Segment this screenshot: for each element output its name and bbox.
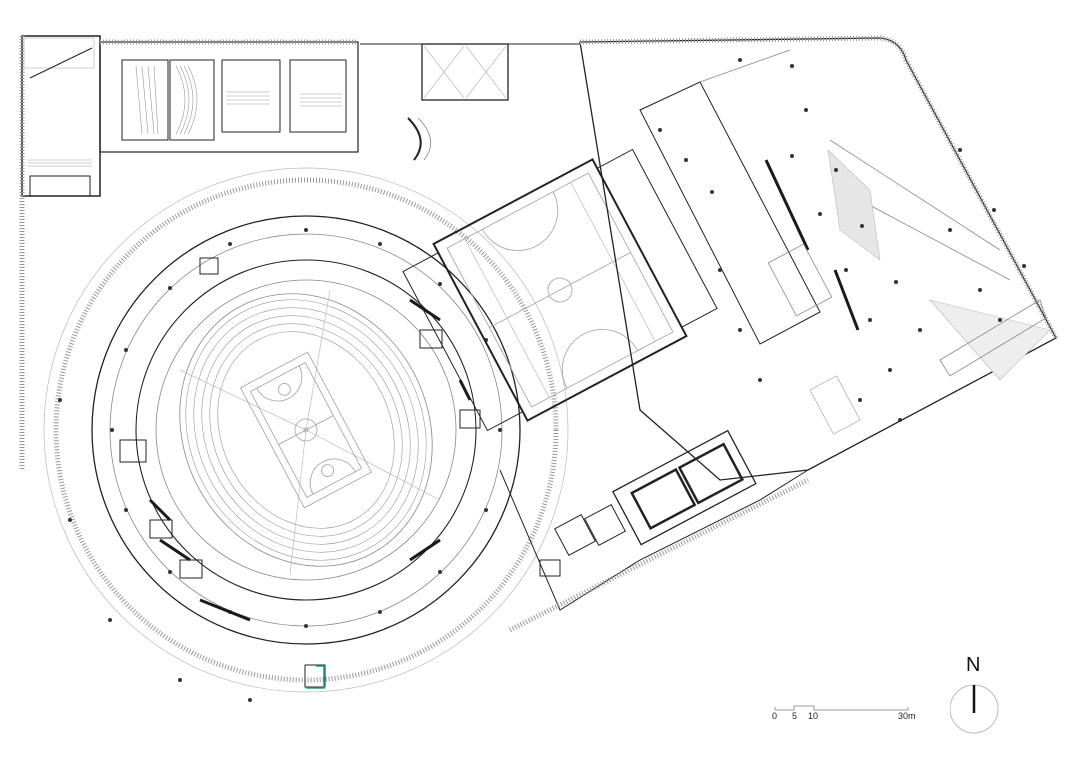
scale-label-5: 5 xyxy=(792,711,798,721)
south-wing xyxy=(499,469,810,633)
pool-block xyxy=(612,429,757,546)
north-entry xyxy=(360,43,580,161)
north-arrow-icon xyxy=(950,684,999,734)
arena-court xyxy=(239,351,373,509)
scale-bar-graphic xyxy=(774,705,909,711)
scale-bar: 0 5 10 30m xyxy=(770,698,920,728)
north-letter: N xyxy=(966,654,981,676)
training-gym xyxy=(402,148,718,432)
retail-hall xyxy=(579,35,1059,481)
cinema-wing xyxy=(19,35,359,470)
scale-label-30m: 30m xyxy=(898,711,916,721)
scale-label-10: 10 xyxy=(808,711,819,721)
highlight-marker xyxy=(306,665,325,689)
north-arrow: N xyxy=(950,655,1000,735)
scale-label-0: 0 xyxy=(772,711,778,721)
arena xyxy=(43,167,569,702)
